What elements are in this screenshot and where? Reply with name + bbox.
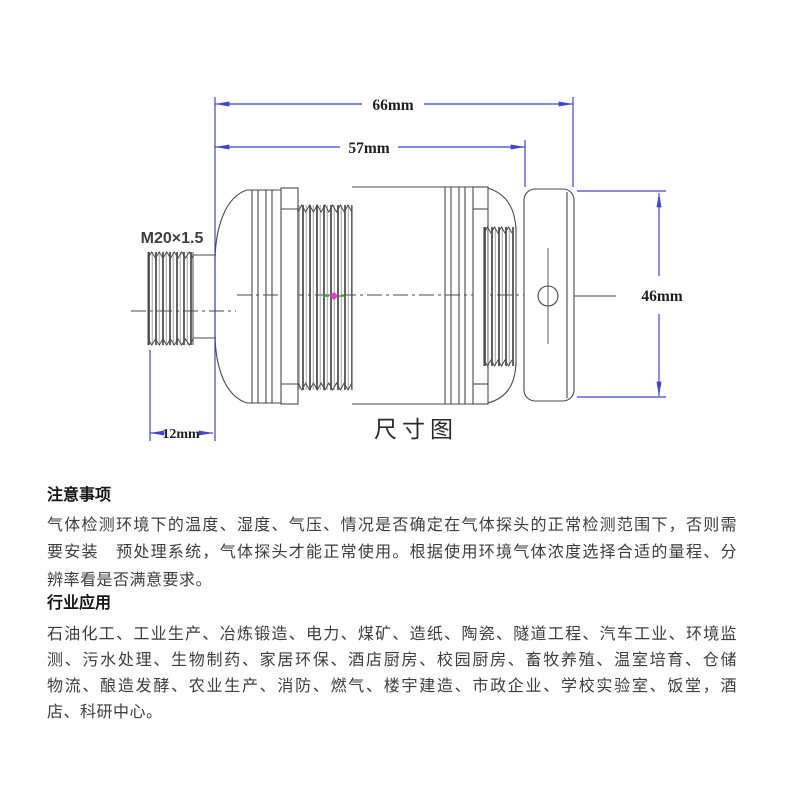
dim-57mm-label: 57mm xyxy=(348,140,389,157)
paragraph-line: 要安装 预处理系统，气体探头才能正常使用。根据使用环境气体浓度选择合适的量程、分 xyxy=(47,544,737,562)
left-thread-stub xyxy=(147,251,216,346)
paragraph-line: 气体检测环境下的温度、湿度、气压、情况是否确定在气体探头的正常检测范围下，否则需 xyxy=(47,517,737,534)
dimension-12mm: 12mm xyxy=(149,350,213,442)
dimension-57mm: 57mm xyxy=(215,140,526,187)
applications-paragraph: 石油化工、工业生产、冶炼锻造、电力、煤矿、造纸、陶瓷、隧道工程、汽车工业、环境监… xyxy=(47,614,737,726)
section-heading-applications: 行业应用 xyxy=(47,594,112,612)
paragraph-line: 店、科研中心。 xyxy=(47,703,163,721)
section-heading-notes: 注意事项 xyxy=(47,487,112,504)
paragraph-line: 测、污水处理、生物制药、家居环保、酒店厨房、校园厨房、畜牧养殖、温室培育、仓储 xyxy=(47,651,737,669)
description-text: 注意事项 气体检测环境下的温度、湿度、气压、情况是否确定在气体探头的正常检测范围… xyxy=(47,486,737,726)
paragraph-line: 辨率看是否满意要求。 xyxy=(47,571,213,589)
dim-46mm-label: 46mm xyxy=(641,288,682,305)
dimension-66mm: 66mm xyxy=(214,97,574,441)
paragraph-line: 物流、酿造发酵、农业生产、消防、燃气、楼宇建造、市政企业、学校实验室、饭堂，酒 xyxy=(47,677,737,695)
dimension-diagram: 66mm 57mm 46mm 12mm M20×1.5 尺寸图 xyxy=(131,97,683,442)
dim-66mm-label: 66mm xyxy=(372,97,413,114)
notes-paragraph: 气体检测环境下的温度、湿度、气压、情况是否确定在气体探头的正常检测范围下，否则需… xyxy=(47,506,737,594)
sensor-body xyxy=(214,186,517,405)
snap-marker xyxy=(323,291,345,301)
thread-spec-label: M20×1.5 xyxy=(141,230,204,247)
dimension-46mm: 46mm xyxy=(577,190,683,398)
diagram-caption: 尺寸图 xyxy=(374,417,458,442)
dim-12mm-label: 12mm xyxy=(162,427,200,442)
end-cap xyxy=(523,188,575,402)
paragraph-line: 石油化工、工业生产、冶炼锻造、电力、煤矿、造纸、陶瓷、隧道工程、汽车工业、环境监 xyxy=(47,625,737,643)
